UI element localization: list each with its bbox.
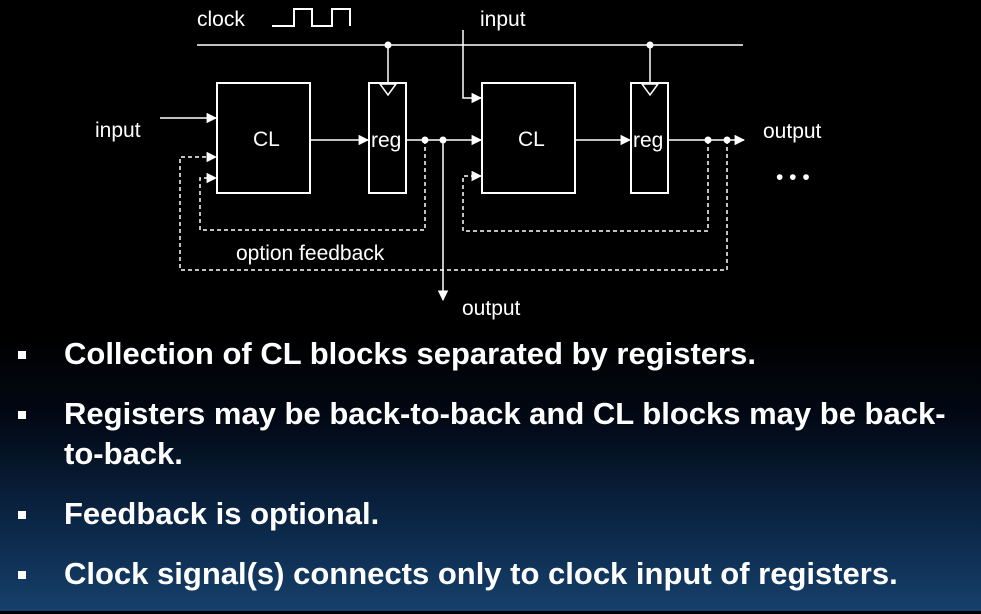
register-2-clock-triangle-icon — [640, 83, 660, 97]
square-bullet-icon — [18, 411, 26, 419]
bullet-text: Clock signal(s) connects only to clock i… — [64, 556, 898, 591]
cl-block-1 — [216, 82, 311, 194]
pipeline-diagram: clock input input CL reg output CL reg o… — [95, 8, 822, 320]
register-2-label: reg — [633, 129, 663, 152]
feedback-loop-outer — [179, 140, 728, 271]
clock-waveform-icon — [272, 8, 351, 27]
bullet-list: Collection of CL blocks separated by reg… — [0, 334, 981, 614]
cl-block-2-label: CL — [518, 128, 545, 151]
register-2 — [630, 82, 669, 194]
bullet-item: Registers may be back-to-back and CL blo… — [0, 394, 981, 474]
ellipsis-label: • • • — [776, 166, 810, 189]
cl-block-2 — [481, 82, 576, 194]
square-bullet-icon — [18, 571, 26, 579]
square-bullet-icon — [18, 351, 26, 359]
square-bullet-icon — [18, 511, 26, 519]
register-1 — [368, 82, 407, 194]
bullet-text: Registers may be back-to-back and CL blo… — [64, 396, 946, 471]
cl-block-1-label: CL — [253, 128, 280, 151]
output-bottom-label: output — [462, 297, 521, 320]
clock-label: clock — [197, 8, 245, 31]
input-top-label: input — [480, 8, 526, 31]
feedback-loop-1 — [199, 140, 426, 231]
bullet-item: Collection of CL blocks separated by reg… — [0, 334, 981, 374]
feedback-loop-2 — [462, 140, 709, 232]
output-right-label: output — [763, 120, 822, 143]
bullet-item: Clock signal(s) connects only to clock i… — [0, 554, 981, 594]
input-top-wire — [462, 30, 483, 104]
bullet-text: Collection of CL blocks separated by reg… — [64, 336, 756, 371]
register-1-clock-triangle-icon — [378, 83, 398, 97]
register-1-label: reg — [371, 129, 401, 152]
bullet-text: Feedback is optional. — [64, 496, 380, 531]
feedback-label: option feedback — [236, 242, 385, 265]
bullet-item: Feedback is optional. — [0, 494, 981, 534]
input-left-label: input — [95, 119, 141, 142]
